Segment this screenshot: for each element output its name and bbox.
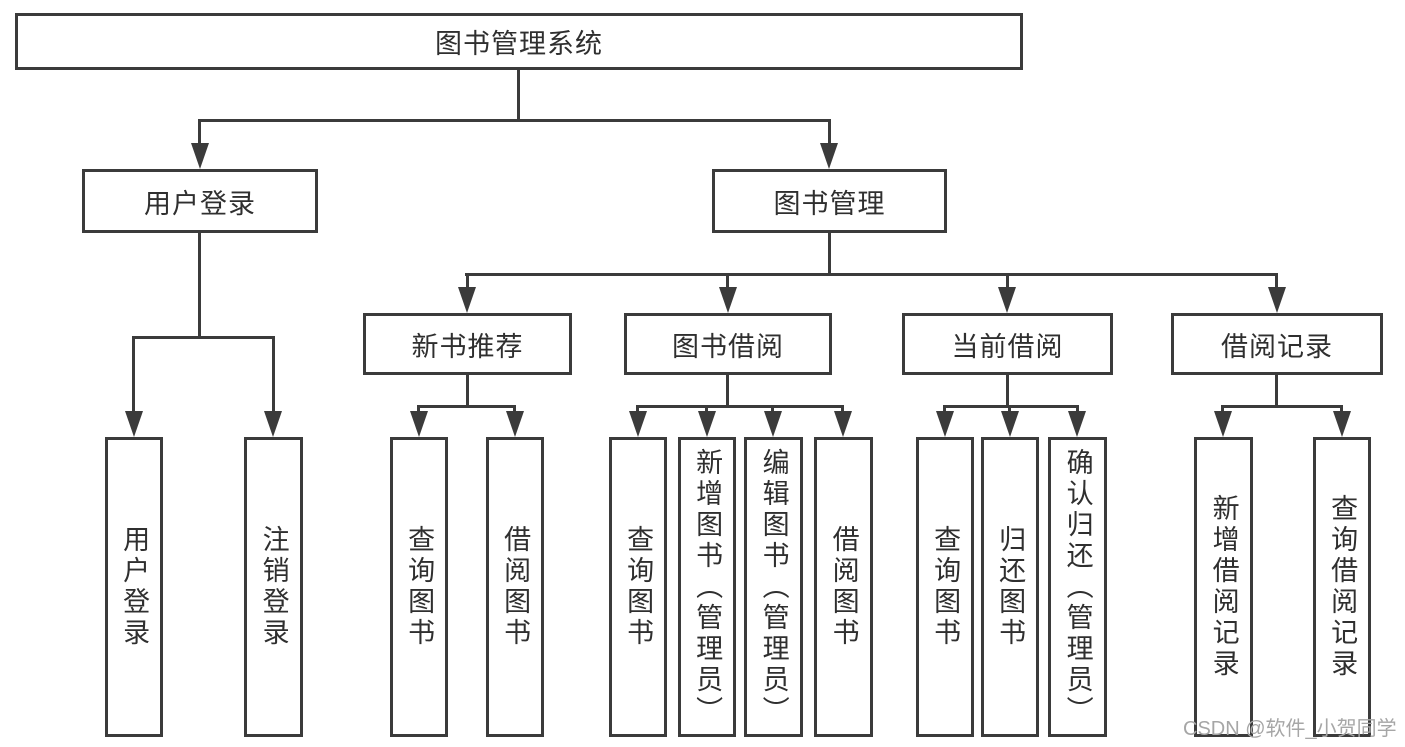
connector-hline bbox=[465, 273, 1278, 276]
leaf-cb-return-books-label: 归还图书 bbox=[995, 525, 1026, 649]
connector-vline bbox=[1275, 273, 1278, 290]
node-current-borrow: 当前借阅 bbox=[902, 313, 1113, 375]
leaf-bb-edit-books-admin: 编辑图书（管理员） bbox=[744, 437, 803, 737]
connector-vline bbox=[771, 405, 774, 414]
node-root-label: 图书管理系统 bbox=[435, 29, 603, 59]
leaf-bb-borrow-books-label: 借阅图书 bbox=[828, 525, 859, 649]
node-user-login: 用户登录 bbox=[82, 169, 318, 233]
connector-vline bbox=[1076, 405, 1079, 414]
connector-vline bbox=[726, 273, 729, 290]
arrowhead-down bbox=[1001, 411, 1019, 437]
leaf-cb-query-books: 查询图书 bbox=[916, 437, 974, 737]
connector-hline bbox=[417, 405, 516, 408]
node-borrow-records: 借阅记录 bbox=[1171, 313, 1383, 375]
arrowhead-down bbox=[998, 287, 1016, 313]
arrowhead-down bbox=[1214, 411, 1232, 437]
leaf-cb-confirm-return-admin: 确认归还（管理员） bbox=[1048, 437, 1107, 737]
node-new-book-recommend-label: 新书推荐 bbox=[411, 331, 524, 362]
leaf-logout-login-label: 注销登录 bbox=[258, 525, 289, 649]
connector-vline bbox=[198, 119, 201, 145]
arrowhead-down bbox=[834, 411, 852, 437]
connector-vline bbox=[1008, 405, 1011, 414]
node-root: 图书管理系统 bbox=[15, 13, 1023, 70]
leaf-user-login-label: 用户登录 bbox=[119, 525, 150, 649]
arrowhead-down bbox=[264, 411, 282, 437]
connector-vline bbox=[1006, 375, 1009, 407]
connector-vline bbox=[1221, 405, 1224, 414]
leaf-nbr-query-books: 查询图书 bbox=[390, 437, 448, 737]
connector-hline bbox=[198, 119, 831, 122]
connector-vline bbox=[1275, 375, 1278, 407]
leaf-br-add-record: 新增借阅记录 bbox=[1194, 437, 1253, 737]
arrowhead-down bbox=[629, 411, 647, 437]
connector-vline bbox=[198, 233, 201, 338]
node-book-management-label: 图书管理 bbox=[773, 188, 886, 219]
leaf-user-login: 用户登录 bbox=[105, 437, 163, 737]
arrowhead-down bbox=[1333, 411, 1351, 437]
leaf-bb-add-books-admin: 新增图书（管理员） bbox=[678, 437, 736, 737]
leaf-br-query-record: 查询借阅记录 bbox=[1313, 437, 1371, 737]
connector-vline bbox=[828, 119, 831, 145]
arrowhead-down bbox=[698, 411, 716, 437]
leaf-cb-return-books: 归还图书 bbox=[981, 437, 1039, 737]
connector-vline bbox=[726, 375, 729, 407]
leaf-bb-edit-books-admin-label: 编辑图书（管理员） bbox=[758, 447, 789, 727]
connector-vline bbox=[1340, 405, 1343, 414]
connector-vline bbox=[1006, 273, 1009, 290]
connector-vline bbox=[417, 405, 420, 414]
node-borrow-records-label: 借阅记录 bbox=[1221, 331, 1333, 362]
node-new-book-recommend: 新书推荐 bbox=[363, 313, 572, 375]
node-current-borrow-label: 当前借阅 bbox=[951, 331, 1064, 362]
csdn-watermark: CSDN @软件_小贺同学 bbox=[1183, 718, 1397, 740]
connector-vline bbox=[705, 405, 708, 414]
connector-vline bbox=[943, 405, 946, 414]
connector-vline bbox=[466, 375, 469, 407]
connector-vline bbox=[828, 233, 831, 275]
arrowhead-down bbox=[410, 411, 428, 437]
connector-hline bbox=[1221, 405, 1343, 408]
connector-hline bbox=[943, 405, 1079, 408]
node-book-borrow-label: 图书借阅 bbox=[672, 331, 784, 362]
connector-vline bbox=[513, 405, 516, 414]
arrowhead-down bbox=[1068, 411, 1086, 437]
leaf-br-add-record-label: 新增借阅记录 bbox=[1208, 494, 1239, 680]
arrowhead-down bbox=[506, 411, 524, 437]
leaf-bb-borrow-books: 借阅图书 bbox=[814, 437, 873, 737]
arrowhead-down bbox=[820, 143, 838, 169]
node-book-management: 图书管理 bbox=[712, 169, 947, 233]
leaf-bb-query-books-label: 查询图书 bbox=[623, 525, 654, 649]
node-book-borrow: 图书借阅 bbox=[624, 313, 832, 375]
arrowhead-down bbox=[719, 287, 737, 313]
node-user-login-label: 用户登录 bbox=[144, 188, 256, 219]
leaf-bb-query-books: 查询图书 bbox=[609, 437, 667, 737]
connector-vline bbox=[132, 336, 135, 413]
arrowhead-down bbox=[125, 411, 143, 437]
connector-vline bbox=[272, 336, 275, 413]
leaf-nbr-query-books-label: 查询图书 bbox=[404, 525, 435, 649]
connector-vline bbox=[636, 405, 639, 414]
leaf-cb-confirm-return-admin-label: 确认归还（管理员） bbox=[1062, 447, 1093, 727]
arrowhead-down bbox=[458, 287, 476, 313]
arrowhead-down bbox=[764, 411, 782, 437]
arrowhead-down bbox=[936, 411, 954, 437]
connector-hline bbox=[132, 336, 275, 339]
leaf-bb-add-books-admin-label: 新增图书（管理员） bbox=[692, 447, 723, 727]
arrowhead-down bbox=[191, 143, 209, 169]
leaf-cb-query-books-label: 查询图书 bbox=[930, 525, 961, 649]
connector-hline bbox=[636, 405, 844, 408]
arrowhead-down bbox=[1268, 287, 1286, 313]
leaf-nbr-borrow-books: 借阅图书 bbox=[486, 437, 544, 737]
connector-vline bbox=[841, 405, 844, 414]
connector-vline bbox=[517, 70, 520, 119]
leaf-logout-login: 注销登录 bbox=[244, 437, 303, 737]
connector-vline bbox=[466, 273, 469, 290]
leaf-br-query-record-label: 查询借阅记录 bbox=[1327, 494, 1358, 680]
leaf-nbr-borrow-books-label: 借阅图书 bbox=[500, 525, 531, 649]
